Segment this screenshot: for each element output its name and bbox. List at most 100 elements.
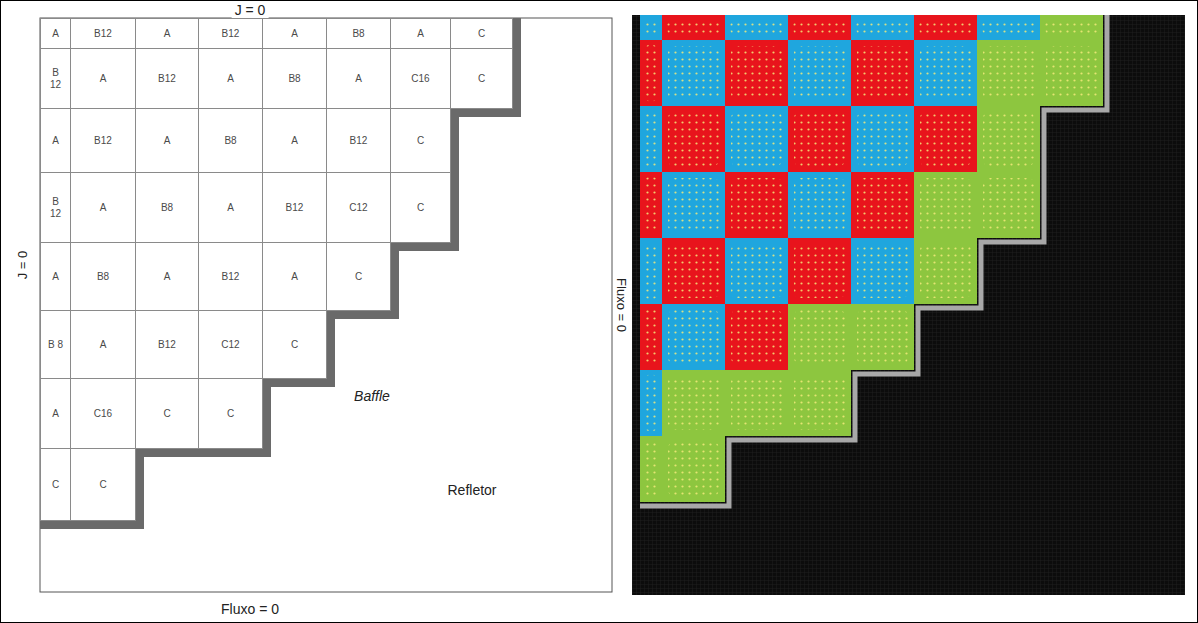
boundary-label: Baffle [351, 388, 393, 404]
fuel-pins [667, 20, 720, 35]
assembly-model [662, 40, 725, 106]
assembly-model [662, 238, 725, 304]
fuel-pins [644, 176, 657, 233]
fuel-assembly-cell: A [40, 242, 71, 311]
fuel-assembly-cell: B 8 [40, 310, 71, 379]
core-frame [40, 18, 612, 592]
fuel-assembly-cell: C [390, 108, 451, 173]
fuel-pins [857, 178, 908, 232]
fuel-assembly-cell: B12 [70, 108, 136, 173]
fuel-pins [794, 112, 845, 166]
assembly-model [725, 304, 788, 370]
fuel-pins [920, 178, 971, 232]
fuel-pins [920, 244, 971, 298]
fuel-assembly-cell: A [198, 48, 263, 109]
assembly-model [977, 40, 1040, 106]
fuel-assembly-cell: A [70, 310, 136, 379]
assembly-model [640, 304, 662, 370]
assembly-model [725, 370, 788, 436]
assembly-model [914, 172, 977, 238]
fuel-assembly-cell: A [135, 18, 199, 49]
boundary-label: Refletor [444, 482, 499, 498]
fuel-assembly-cell: A [198, 172, 263, 243]
cell-label: B 8 [48, 339, 64, 351]
reflector-ground [632, 15, 1185, 595]
fuel-pins [668, 376, 719, 430]
assembly-model [725, 106, 788, 172]
fuel-pins [644, 19, 657, 35]
fuel-assembly-cell: B12 [135, 310, 199, 379]
fuel-assembly-cell: A [262, 108, 327, 173]
assembly-model [640, 40, 662, 106]
assembly-model [640, 172, 662, 238]
fuel-pins [919, 20, 972, 35]
assembly-model [851, 40, 914, 106]
assembly-model [851, 238, 914, 304]
assembly-model [1040, 40, 1103, 106]
fuel-assembly-cell: A [262, 18, 327, 49]
assembly-model [914, 15, 977, 40]
assembly-model [788, 238, 851, 304]
cell-label: A [291, 271, 298, 283]
cell-label: A [417, 28, 424, 40]
fuel-pins [857, 46, 908, 100]
cell-label: A [48, 271, 64, 283]
cell-label: C16 [411, 73, 429, 85]
fuel-pins [644, 440, 657, 497]
cell-label: B12 [350, 135, 368, 147]
fuel-assembly-cell: B12 [262, 172, 327, 243]
assembly-model [851, 106, 914, 172]
fuel-pins [920, 46, 971, 100]
fuel-pins [794, 310, 845, 364]
cell-label: A [164, 135, 171, 147]
fuel-pins [794, 376, 845, 430]
fuel-pins [731, 244, 782, 298]
fuel-pins [857, 112, 908, 166]
assembly-model [788, 106, 851, 172]
cell-label: B8 [224, 135, 236, 147]
cell-label: C [163, 408, 170, 420]
assembly-model [640, 238, 662, 304]
fuel-pins [644, 242, 657, 299]
assembly-model [914, 238, 977, 304]
fuel-pins [731, 46, 782, 100]
fuel-pins [668, 46, 719, 100]
fuel-assembly-cell: C16 [70, 378, 136, 449]
core-model-cells [640, 15, 1107, 506]
fuel-assembly-cell: A [135, 108, 199, 173]
cell-label: B 12 [48, 67, 64, 90]
fuel-pins [920, 112, 971, 166]
fuel-assembly-cell: C [262, 310, 327, 379]
fuel-assembly-cell: B8 [262, 48, 327, 109]
cell-label: C [48, 479, 64, 491]
cell-label: A [227, 73, 234, 85]
assembly-model [725, 238, 788, 304]
fuel-pins [1046, 46, 1097, 100]
cell-label: B12 [94, 135, 112, 147]
assembly-model [640, 370, 662, 436]
cell-label: C12 [349, 202, 367, 214]
fuel-pins [794, 178, 845, 232]
fuel-assembly-cell: A [40, 18, 71, 49]
cell-label: B8 [352, 28, 364, 40]
fuel-pins [1045, 20, 1098, 35]
boundary-label: J = 0 [15, 249, 30, 282]
fuel-assembly-cell: B8 [326, 18, 391, 49]
cell-label: A [291, 28, 298, 40]
fuel-assembly-cell: C [70, 448, 136, 521]
fuel-pins [668, 310, 719, 364]
assembly-model [1040, 15, 1103, 40]
assembly-model [662, 106, 725, 172]
fuel-assembly-cell: C [450, 48, 513, 109]
fuel-pins [731, 310, 782, 364]
assembly-model [640, 436, 662, 502]
cell-label: A [227, 202, 234, 214]
cell-label: B12 [222, 271, 240, 283]
fuel-assembly-cell: B12 [198, 18, 263, 49]
assembly-model [662, 172, 725, 238]
fuel-pins [856, 20, 909, 35]
fuel-assembly-cell: C [135, 378, 199, 449]
fuel-pins [668, 442, 719, 496]
cell-label: C [291, 339, 298, 351]
